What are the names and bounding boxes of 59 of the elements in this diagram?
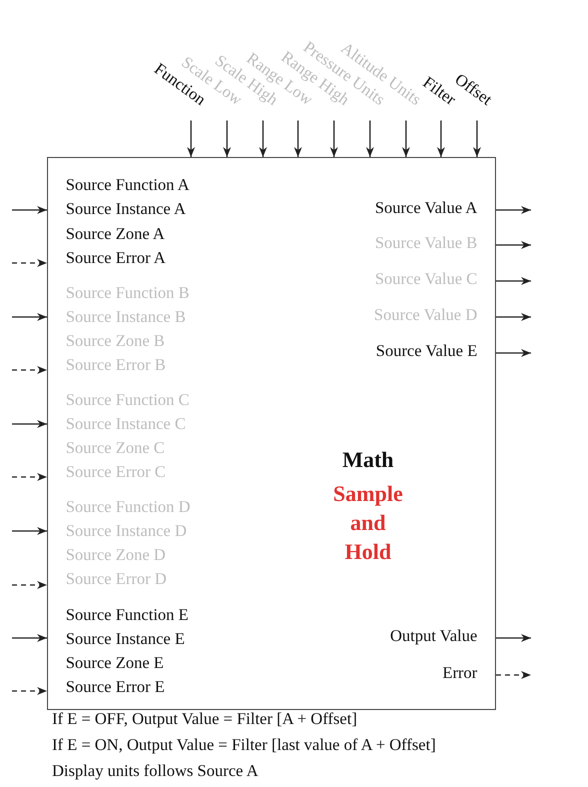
input-port-label: Source Zone C [66,440,165,456]
input-port-label: Source Instance C [66,416,186,432]
arrow [437,120,445,157]
input-port-label: Source Error E [66,678,165,696]
arrow [12,366,47,374]
block-title: Math [341,446,395,474]
arrow [496,313,531,321]
input-port-label: Source Instance E [66,630,185,648]
output-port-label: Source Value E [376,342,478,360]
arrow [12,259,47,267]
output-port-label: Output Value [390,628,478,644]
output-port-label: Error [442,664,478,682]
note-text: Display units follows Source A [52,763,258,780]
input-port-label: Source Zone E [66,654,164,672]
arrow [12,687,47,695]
function-block [47,157,496,710]
arrow [12,473,47,481]
input-port-label: Source Error A [66,250,166,266]
arrow [330,120,338,157]
arrow [223,120,231,157]
arrow [496,349,531,357]
input-port-label: Source Error B [66,356,166,374]
output-port-label: Source Value C [374,270,478,288]
block-subtitle: Sample and Hold [332,480,404,566]
arrow [496,671,531,679]
note-text: If E = ON, Output Value = Filter [last value of A + Offset] [52,737,436,754]
input-port-label: Source Function C [66,392,190,408]
input-port-label: Source Function B [66,284,190,302]
arrow [12,581,47,589]
output-port-label: Source Value D [374,306,478,324]
arrow [12,634,47,642]
arrow [496,241,531,249]
input-port-label: Source Instance B [66,308,186,326]
output-port-label: Source Value A [374,200,478,216]
arrow [12,206,47,214]
note-text: If E = OFF, Output Value = Filter [A + Offset] [52,711,358,728]
arrow [402,120,410,157]
arrow [294,120,302,157]
arrow [496,634,531,642]
input-port-label: Source Instance D [66,522,187,540]
arrow [187,120,195,157]
arrow [12,420,47,428]
arrow [496,277,531,285]
arrow [12,527,47,535]
arrow [12,313,47,321]
input-port-label: Source Function A [66,176,190,194]
arrow [496,206,531,214]
input-port-label: Source Zone A [66,226,165,242]
input-port-label: Source Function E [66,606,189,624]
arrow [259,120,267,157]
input-port-label: Source Instance A [66,200,186,218]
arrow [473,120,481,157]
input-port-label: Source Function D [66,498,190,516]
input-port-label: Source Zone D [66,546,166,564]
input-port-label: Source Zone B [66,332,165,350]
arrow [366,120,374,157]
input-port-label: Source Error C [66,464,166,480]
input-port-label: Source Error D [66,570,166,588]
output-port-label: Source Value B [374,234,478,252]
